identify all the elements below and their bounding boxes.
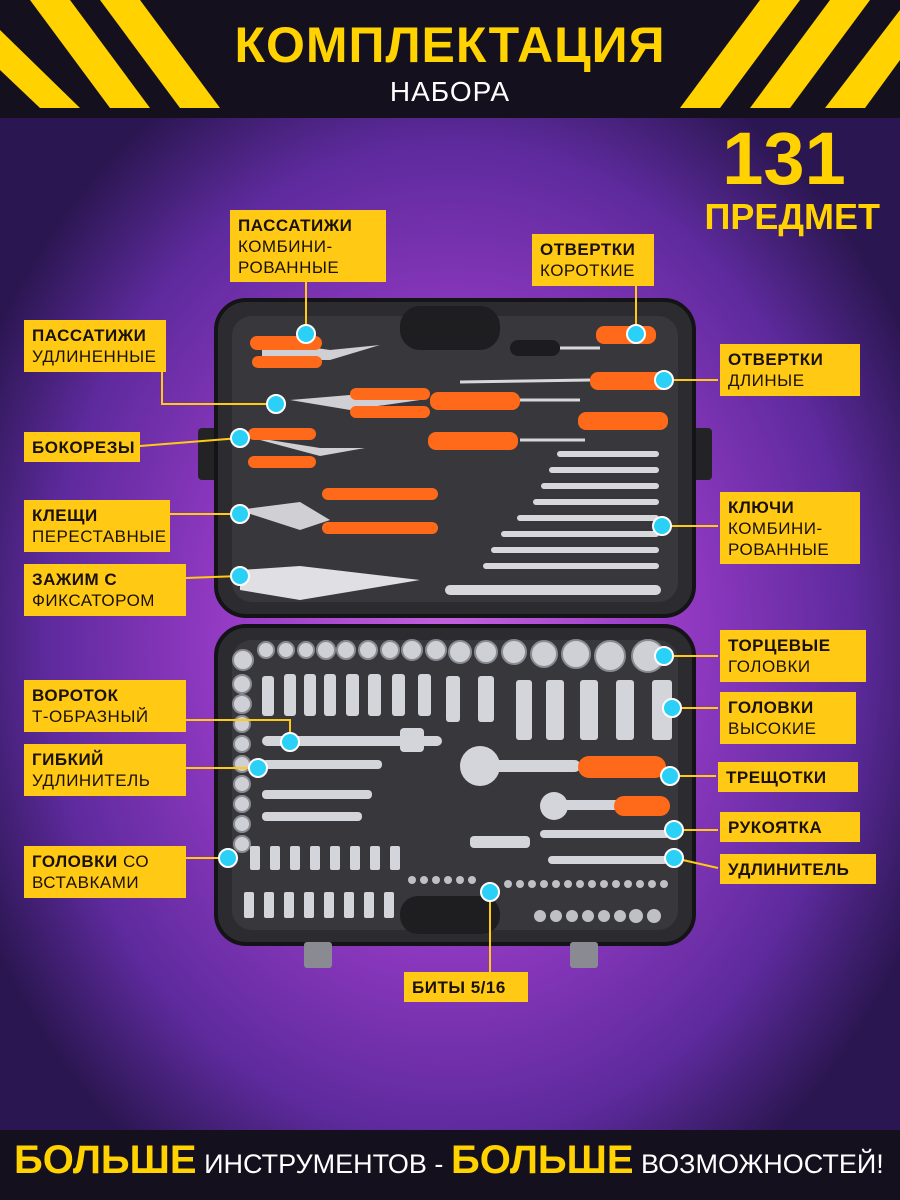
pliers-long-tool — [290, 388, 430, 418]
label-pliers-combined-title: ПАССАТИЖИ — [238, 216, 353, 235]
label-deep-sockets-title: ГОЛОВКИ — [728, 698, 814, 717]
label-side-cutters-title: БОКОРЕЗЫ — [32, 438, 136, 457]
label-t-handle-line2: Т-ОБРАЗНЫЙ — [32, 707, 149, 726]
label-deep-sockets: ГОЛОВКИ ВЫСОКИЕ — [720, 692, 856, 744]
label-screwdrivers-long-line2: ДЛИНЫЕ — [728, 371, 805, 390]
footer-text-2: ВОЗМОЖНОСТЕЙ! — [641, 1149, 884, 1179]
label-sockets-title: ТОРЦЕВЫЕ — [728, 636, 831, 655]
side-cutters-tool — [245, 428, 365, 468]
screwdriver-shafts — [459, 346, 600, 442]
hazard-stripes-right — [670, 0, 900, 108]
label-extension-title: УДЛИНИТЕЛЬ — [728, 860, 850, 879]
label-flex-extension: ГИБКИЙ УДЛИНИТЕЛЬ — [24, 744, 186, 796]
label-sockets-line2: ГОЛОВКИ — [728, 657, 811, 676]
label-deep-sockets-line2: ВЫСОКИЕ — [728, 719, 817, 738]
label-handle: РУКОЯТКА — [720, 812, 860, 842]
label-pliers-combined-line3: РОВАННЫЕ — [238, 258, 340, 277]
label-bit-sockets-inline: СО — [122, 852, 150, 871]
locking-clamp-tool — [240, 566, 420, 600]
footer-word-1: БОЛЬШЕ — [14, 1138, 197, 1182]
page-subtitle: НАБОРА — [389, 76, 511, 107]
label-bit-sockets-title: ГОЛОВКИ — [32, 852, 118, 871]
hazard-stripes-left — [0, 0, 230, 108]
small-sockets-column — [232, 674, 252, 853]
label-bit-sockets: ГОЛОВКИ СО ВСТАВКАМИ — [24, 846, 186, 898]
label-screwdrivers-long: ОТВЕРТКИ ДЛИНЫЕ — [720, 344, 860, 396]
label-wrenches-title: КЛЮЧИ — [728, 498, 795, 517]
label-adjustable-pliers: КЛЕЩИ ПЕРЕСТАВНЫЕ — [24, 500, 170, 552]
footer-word-2: БОЛЬШЕ — [450, 1138, 634, 1182]
label-side-cutters: БОКОРЕЗЫ — [24, 432, 140, 462]
label-flex-extension-title: ГИБКИЙ — [32, 750, 104, 769]
screwdrivers-tool — [428, 326, 670, 450]
item-count-label: ПРЕДМЕТ — [704, 196, 880, 237]
label-locking-clamp-title: ЗАЖИМ С — [32, 570, 118, 589]
label-screwdrivers-short-title: ОТВЕРТКИ — [540, 240, 636, 259]
label-locking-clamp-line2: ФИКСАТОРОМ — [32, 591, 155, 610]
page-title: КОМПЛЕКТАЦИЯ — [234, 17, 666, 73]
label-pliers-combined-line2: КОМБИНИ- — [238, 237, 333, 256]
label-pliers-long-title: ПАССАТИЖИ — [32, 326, 147, 345]
label-adjustable-pliers-title: КЛЕЩИ — [32, 506, 98, 525]
label-bits: БИТЫ 5/16 — [404, 972, 528, 1002]
label-t-handle: ВОРОТОК Т-ОБРАЗНЫЙ — [24, 680, 186, 732]
marker-dots — [218, 324, 684, 902]
adjustable-pliers-tool — [238, 488, 438, 534]
label-ratchets: ТРЕЩОТКИ — [718, 762, 858, 792]
label-flex-extension-line2: УДЛИНИТЕЛЬ — [32, 771, 151, 790]
flex-extension-tool — [262, 760, 382, 821]
footer-band — [0, 1130, 900, 1200]
label-extension: УДЛИНИТЕЛЬ — [720, 854, 876, 884]
bits-row — [408, 876, 668, 923]
footer-text-1: ИНСТРУМЕНТОВ - — [204, 1149, 444, 1179]
label-wrenches: КЛЮЧИ КОМБИНИ- РОВАННЫЕ — [720, 492, 860, 564]
sockets-row — [232, 639, 665, 673]
label-locking-clamp: ЗАЖИМ С ФИКСАТОРОМ — [24, 564, 186, 616]
label-ratchets-title: ТРЕЩОТКИ — [726, 768, 827, 787]
label-bits-title: БИТЫ 5/16 — [412, 978, 506, 997]
label-bit-sockets-line2: ВСТАВКАМИ — [32, 873, 140, 892]
deep-sockets-row — [262, 674, 672, 740]
label-sockets: ТОРЦЕВЫЕ ГОЛОВКИ — [720, 630, 866, 682]
label-screwdrivers-long-title: ОТВЕРТКИ — [728, 350, 824, 369]
bit-sockets-row — [244, 846, 400, 918]
ratchets-tool — [460, 746, 670, 820]
label-t-handle-title: ВОРОТОК — [32, 686, 119, 705]
label-pliers-combined: ПАССАТИЖИ КОМБИНИ- РОВАННЫЕ — [230, 210, 386, 282]
item-count-number: 131 — [722, 117, 846, 200]
label-screwdrivers-short: ОТВЕРТКИ КОРОТКИЕ — [532, 234, 654, 286]
label-pliers-long-line2: УДЛИНЕННЫЕ — [32, 347, 157, 366]
label-wrenches-line3: РОВАННЫЕ — [728, 540, 830, 559]
combination-wrenches-tool — [445, 451, 661, 595]
footer-slogan: БОЛЬШЕ ИНСТРУМЕНТОВ - БОЛЬШЕ ВОЗМОЖНОСТЕ… — [14, 1138, 884, 1183]
t-handle-tool — [262, 728, 442, 752]
label-wrenches-line2: КОМБИНИ- — [728, 519, 823, 538]
label-screwdrivers-short-line2: КОРОТКИЕ — [540, 261, 635, 280]
label-adjustable-pliers-line2: ПЕРЕСТАВНЫЕ — [32, 527, 167, 546]
label-pliers-long: ПАССАТИЖИ УДЛИНЕННЫЕ — [24, 320, 166, 372]
label-handle-title: РУКОЯТКА — [728, 818, 823, 837]
handle-and-extension-tool — [470, 830, 670, 864]
